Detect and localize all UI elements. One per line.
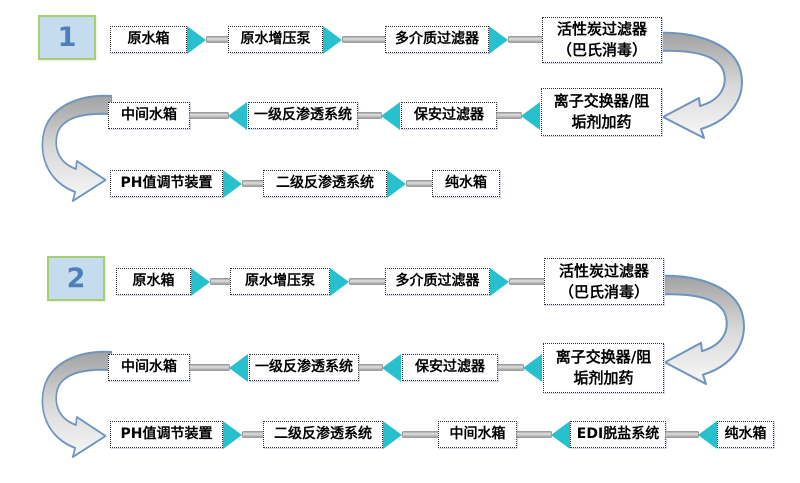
right-arrow-icon [323,26,342,54]
pipe-connector [206,36,230,43]
pipe-connector [189,364,230,371]
pipe-connector [406,180,434,187]
flow1-ion-exchanger-box: 离子交换器/阻 垢剂加药 [541,88,662,136]
pipe-connector [242,180,265,187]
carbon-filter-line2: （巴氏消毒） [558,282,649,301]
pipe-connector [665,431,699,438]
right-arrow-icon [330,268,349,296]
flow1-ro-stage1-box: 一级反渗透系统 [248,102,358,129]
pipe-connector [342,36,387,43]
flow2-intermediate-tank2-box: 中间水箱 [438,421,517,448]
flow1-curved-down-arrow-icon [655,31,743,139]
flow2-ph-adjust-box: PH值调节装置 [110,421,223,448]
flow1-curved-down-arrow-left-icon [41,94,112,202]
pipe-connector [189,112,229,119]
flow1-badge: 1 [38,15,96,60]
carbon-filter-line2: （巴氏消毒） [556,41,647,59]
pipe-connector [509,278,546,285]
flow2-edi-system-box: EDI脱盐系统 [570,421,666,448]
flow1-boost-pump-box: 原水增压泵 [228,26,323,53]
pipe-connector [210,278,232,285]
right-arrow-icon [223,421,242,449]
pipe-connector [349,278,387,285]
flow1-raw-water-tank-box: 原水箱 [110,26,187,53]
right-arrow-icon [490,268,509,296]
flow1-security-filter-box: 保安过滤器 [401,102,497,129]
pipe-connector [357,112,382,119]
pipe-connector [402,431,440,438]
flow2-raw-water-tank-box: 原水箱 [116,268,191,295]
left-arrow-icon [523,354,542,382]
ion-exchanger-line2: 垢剂加药 [571,113,632,131]
flow2-curved-down-arrow-icon [657,274,745,385]
flow1-pure-water-tank-box: 纯水箱 [432,170,500,197]
flow1-ro-stage2-box: 二级反渗透系统 [263,170,387,197]
left-arrow-icon [382,354,401,382]
flow1-multimedia-filter-box: 多介质过滤器 [385,26,489,53]
flow2-pure-water-tank-box: 纯水箱 [717,421,774,448]
right-arrow-icon [223,170,242,198]
left-arrow-icon [521,102,540,130]
flow2-badge: 2 [47,256,105,301]
carbon-filter-line1: 活性炭过滤器 [558,261,649,280]
left-arrow-icon [229,354,248,382]
ion-exchanger-line2: 垢剂加药 [573,369,634,387]
right-arrow-icon [387,170,406,198]
pipe-connector [497,364,524,371]
flow1-intermediate-tank-box: 中间水箱 [108,102,190,129]
carbon-filter-line1: 活性炭过滤器 [556,20,647,38]
flow1-carbon-filter-box: 活性炭过滤器 （巴氏消毒） [542,17,662,63]
ion-exchanger-line1: 离子交换器/阻 [553,92,650,110]
left-arrow-icon [698,421,717,449]
right-arrow-icon [489,26,508,54]
pipe-connector [516,431,552,438]
ion-exchanger-line1: 离子交换器/阻 [555,348,652,366]
left-arrow-icon [228,102,247,130]
right-arrow-icon [187,26,206,54]
flow2-ro-stage2-box: 二级反渗透系统 [263,421,383,448]
left-arrow-icon [551,421,570,449]
flow2-ro-stage1-box: 一级反渗透系统 [249,354,359,381]
flow2-ion-exchanger-box: 离子交换器/阻 垢剂加药 [543,343,664,393]
flow2-multimedia-filter-box: 多介质过滤器 [385,268,490,295]
right-arrow-icon [191,268,210,296]
flow2-carbon-filter-box: 活性炭过滤器 （巴氏消毒） [544,258,664,305]
flow2-intermediate-tank-box: 中间水箱 [108,354,190,381]
left-arrow-icon [381,102,400,130]
right-arrow-icon [383,421,402,449]
flow2-security-filter-box: 保安过滤器 [402,354,498,381]
flow2-boost-pump-box: 原水增压泵 [230,268,330,295]
pipe-connector [358,364,383,371]
flow1-ph-adjust-box: PH值调节装置 [110,170,223,197]
pipe-connector [496,112,522,119]
flow2-curved-down-arrow-left-icon [41,350,112,458]
pipe-connector [508,36,544,43]
pipe-connector [242,431,265,438]
